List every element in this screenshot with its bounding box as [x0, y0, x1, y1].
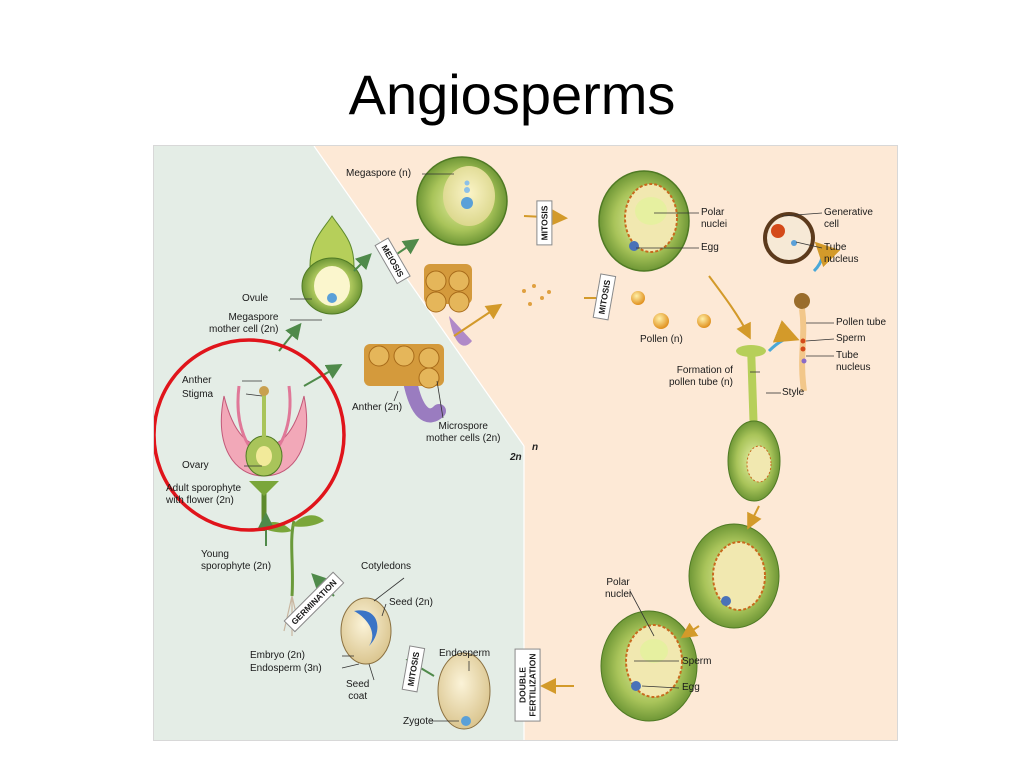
- leader-lines: [242, 173, 835, 722]
- label-anther-flower: Anther: [182, 375, 212, 386]
- label-tube-nucleus-top: Tube nucleus: [824, 242, 859, 265]
- fertilization-ovule-mid: [688, 523, 780, 629]
- anther-cluster-left: [364, 344, 446, 423]
- fertilization-ovule-bottom: [600, 610, 698, 722]
- label-egg-top: Egg: [701, 242, 719, 253]
- style-ovary: [727, 345, 781, 502]
- slide-title: Angiosperms: [348, 63, 676, 126]
- angiosperm-life-cycle-diagram: n 2n MEIOSIS MITOSIS MITOSIS GERMINATION…: [153, 145, 898, 741]
- label-young-sporophyte: Young sporophyte (2n): [201, 549, 272, 572]
- diploid-marker: 2n: [510, 452, 522, 463]
- label-seed: Seed (2n): [389, 597, 433, 608]
- highlight-overlay: [154, 338, 346, 532]
- label-ovary: Ovary: [182, 460, 209, 471]
- label-adult-sporophyte: Adult sporophyte with flower (2n): [166, 483, 242, 506]
- label-polar-nuclei-bottom: Polar nuclei: [605, 577, 632, 600]
- pollen-grains: [631, 291, 711, 329]
- diagram-artwork: [154, 146, 897, 740]
- label-cotyledons: Cotyledons: [361, 561, 412, 572]
- megaspore-ovule: [416, 156, 508, 246]
- label-generative-cell: Generative cell: [824, 207, 873, 230]
- seed-illustration: [340, 597, 392, 665]
- ovule-megaspore-mother: [301, 215, 363, 315]
- pollen-tube: [794, 293, 810, 392]
- label-tube-nucleus-right: Tube nucleus: [836, 350, 871, 373]
- label-sperm-right: Sperm: [836, 333, 866, 344]
- label-megaspore: Megaspore (n): [346, 168, 412, 179]
- label-egg-bottom: Egg: [682, 682, 700, 693]
- label-pollen-tube: Pollen tube: [836, 317, 887, 328]
- haploid-marker: n: [532, 442, 539, 453]
- label-seed-coat: Seed coat: [346, 679, 370, 702]
- highlight-circle: [154, 338, 346, 532]
- label-sperm-bottom: Sperm: [682, 656, 712, 667]
- label-formation-pollen-tube: Formation of pollen tube (n): [669, 365, 733, 388]
- label-endosperm-3n: Endosperm (3n): [250, 663, 322, 674]
- label-pollen: Pollen (n): [640, 334, 683, 345]
- label-zygote: Zygote: [403, 716, 434, 727]
- diploid-region: [154, 146, 524, 740]
- double-fertilization-tag: DOUBLE FERTILIZATION: [514, 648, 541, 722]
- label-embryo: Embryo (2n): [250, 650, 306, 661]
- label-microspore-mother: Microspore mother cells (2n): [426, 421, 501, 444]
- label-ovule: Ovule: [242, 293, 269, 304]
- label-style: Style: [782, 387, 805, 398]
- label-anther-2n: Anther (2n): [352, 402, 403, 413]
- label-endosperm: Endosperm: [439, 648, 491, 659]
- zygote-seed: [437, 652, 491, 730]
- label-polar-nuclei-top: Polar nuclei: [701, 207, 728, 230]
- pollen-grain: [763, 212, 815, 264]
- label-megaspore-mother: Megaspore mother cell (2n): [209, 312, 279, 335]
- label-stigma: Stigma: [182, 389, 214, 400]
- embryo-sac-top: [598, 170, 690, 272]
- mitosis-top-tag: MITOSIS: [536, 200, 553, 246]
